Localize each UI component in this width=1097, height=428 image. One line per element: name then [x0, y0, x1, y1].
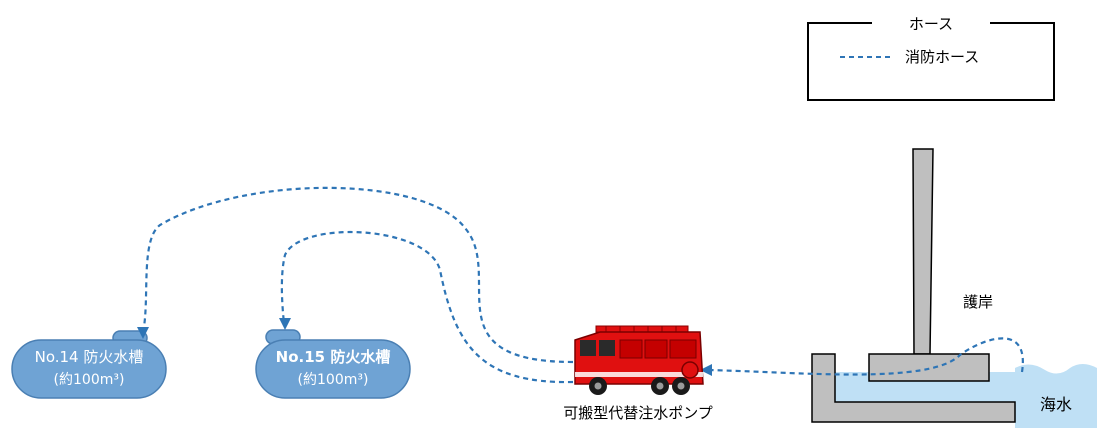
- tank-name: No.15 防火水槽: [276, 348, 391, 366]
- hose-to-no14: [141, 186, 574, 364]
- legend-item-label: 消防ホース: [905, 48, 979, 66]
- seawall: 護岸 海水: [811, 148, 1097, 428]
- tank-no14: No.14 防火水槽 (約100m³): [11, 330, 167, 399]
- arrow-no14-icon: [137, 327, 149, 339]
- fire-truck-icon: [574, 325, 704, 395]
- arrow-pump-icon: [700, 364, 712, 376]
- legend-border: [807, 22, 1055, 101]
- tank-capacity: (約100m³): [54, 372, 125, 388]
- tank-capacity: (約100m³): [298, 372, 369, 388]
- wall-body: [811, 353, 1016, 423]
- sea-label: 海水: [1040, 395, 1072, 414]
- tank-no15: No.15 防火水槽 (約100m³): [255, 329, 411, 399]
- hose-to-no15: [280, 231, 574, 384]
- hose-from-sea: [706, 337, 1024, 376]
- hoses: [141, 186, 1024, 384]
- tank-body: [255, 339, 411, 399]
- legend-title: ホース: [909, 15, 953, 33]
- seawall-label: 護岸: [963, 293, 993, 311]
- arrow-no15-icon: [279, 318, 291, 330]
- tank-body: [11, 339, 167, 399]
- sea-water: [1015, 364, 1097, 428]
- cap-block: [868, 353, 990, 382]
- tank-name: No.14 防火水槽: [35, 348, 144, 366]
- legend: ホース 消防ホース: [807, 15, 1055, 101]
- pump-label: 可搬型代替注水ポンプ: [563, 404, 713, 422]
- tower: [912, 148, 934, 355]
